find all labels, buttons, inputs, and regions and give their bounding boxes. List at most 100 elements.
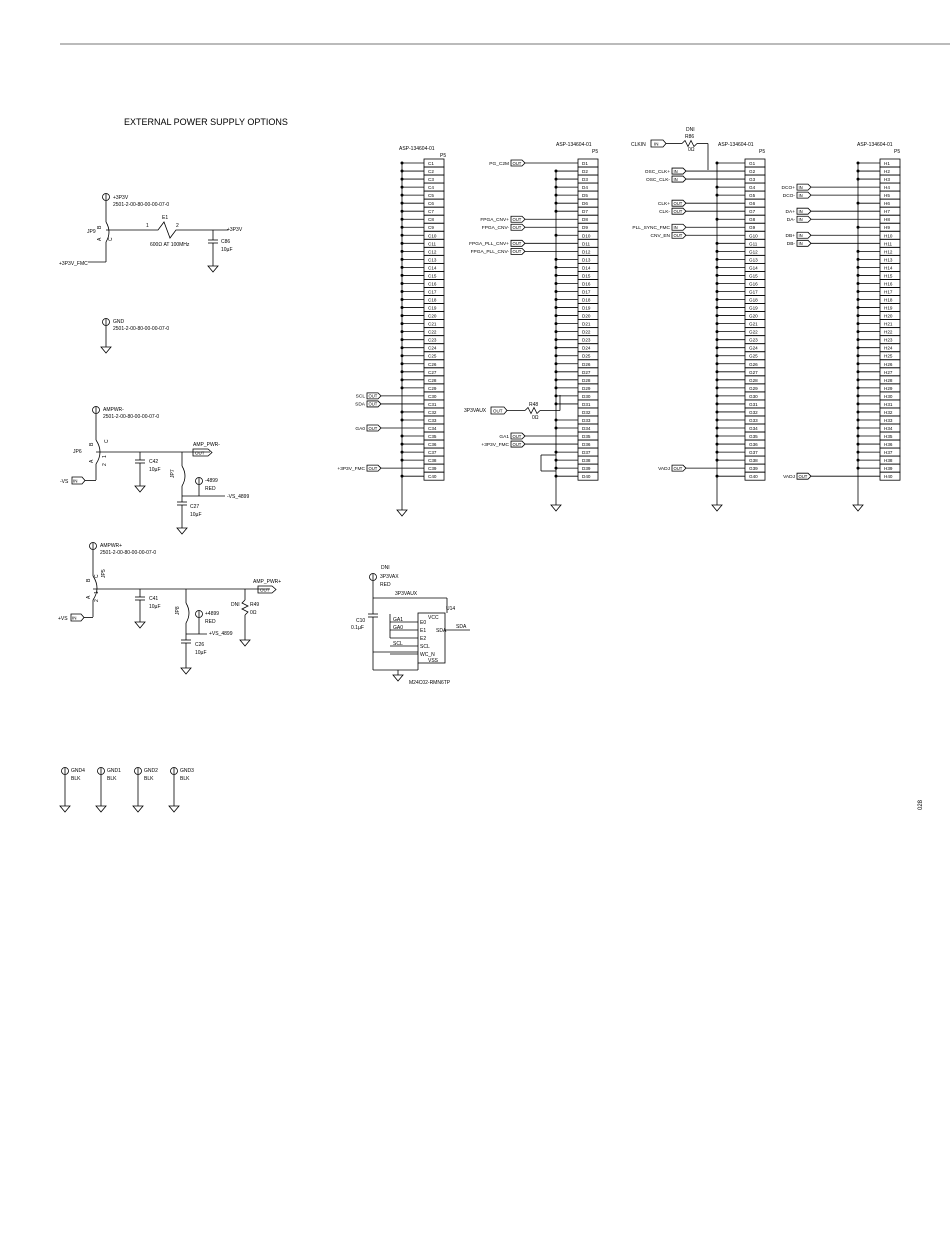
u14-net-scl: SCL xyxy=(393,641,403,647)
c41-ref: C41 xyxy=(149,596,158,602)
gnd-symbol xyxy=(239,639,251,647)
pin-label: D2 xyxy=(582,169,588,174)
gnd-point-color: BLK xyxy=(144,776,154,782)
pin-label: G7 xyxy=(749,209,756,214)
pin-label: C29 xyxy=(428,386,437,391)
gnd-symbol xyxy=(852,504,864,512)
pin-label: G9 xyxy=(749,225,756,230)
jp8-label: JP8 xyxy=(175,606,181,615)
port-symbol xyxy=(510,432,526,440)
port-dir: OUT xyxy=(513,241,522,246)
pin-label: G11 xyxy=(749,241,758,246)
port-symbol xyxy=(796,191,812,199)
pin-label: H19 xyxy=(884,306,893,311)
net-name: +3P3V_FMC xyxy=(337,466,365,472)
pin-label: H29 xyxy=(884,386,893,391)
jp5-pin-c: C xyxy=(94,574,100,578)
net-name: SDA xyxy=(355,402,366,408)
port-dir: IN xyxy=(799,241,803,246)
connector-part: ASP-134604-01 xyxy=(399,146,435,152)
rail-3p3vaux: 3P3VAUX xyxy=(395,591,418,597)
pin-label: D1 xyxy=(582,161,588,166)
pin-label: G14 xyxy=(749,265,758,270)
vs-minus-port xyxy=(71,476,86,485)
gnd-symbol xyxy=(207,265,219,273)
pin-label: H3 xyxy=(884,177,890,182)
pin-label: D20 xyxy=(582,314,591,319)
port-dir: OUT xyxy=(369,466,378,471)
r86-dni: DNI xyxy=(686,127,695,133)
vs-4899-plus: +VS_4899 xyxy=(209,631,233,637)
pin-label: G39 xyxy=(749,466,758,471)
pin-label: D17 xyxy=(582,289,591,294)
pin-label: D28 xyxy=(582,378,591,383)
connector-area: ASP-134604-01P5C1C2C3C4C5C6C7C8C9C10C11C… xyxy=(396,142,901,517)
r48-ref: R48 xyxy=(529,402,538,408)
connector-pin-box xyxy=(423,166,445,176)
connector-pin-box xyxy=(423,158,445,168)
net-name: PG_C2M xyxy=(489,161,509,167)
c42-value: 10µF xyxy=(149,467,161,473)
vs-minus-net: -VS xyxy=(60,479,69,485)
pin-label: C3 xyxy=(428,177,434,182)
pin-label: D23 xyxy=(582,338,591,343)
pin-label: C30 xyxy=(428,394,437,399)
r49-value: 0Ω xyxy=(250,610,257,616)
gnd-symbol xyxy=(95,805,107,813)
u14-pin-scl: SCL xyxy=(420,644,430,650)
jp9-jumper xyxy=(105,221,110,243)
gnd-symbol xyxy=(180,667,192,675)
port-symbol xyxy=(366,392,382,400)
pin-label: C7 xyxy=(428,209,434,214)
u14-pin-e1: E1 xyxy=(420,628,426,634)
clkin-dir: IN xyxy=(654,142,659,147)
r48-group: 3P3VAUX OUT R48 0Ω xyxy=(464,395,561,421)
net-labels: OUTSCLOUTSDAOUTGA0OUT+3P3V_FMCOUTPG_C2MO… xyxy=(337,159,880,480)
net-name: DA- xyxy=(787,217,796,223)
jp6-header-label: 2501-2-00-80-00-00-07-0 xyxy=(103,414,159,420)
c27-value: 10µF xyxy=(190,512,202,518)
pin-label: H34 xyxy=(884,426,893,431)
net-name: OSC_CLK- xyxy=(646,177,670,183)
connector-pin-box xyxy=(879,214,901,224)
pin-label: D22 xyxy=(582,330,591,335)
pin-label: D7 xyxy=(582,209,588,214)
r86-resistor xyxy=(681,139,698,148)
r48-dir: OUT xyxy=(493,409,503,414)
pin-label: C23 xyxy=(428,338,437,343)
r49-resistor xyxy=(241,599,249,616)
pin-label: H22 xyxy=(884,330,893,335)
pin-label: C33 xyxy=(428,418,437,423)
port-dir: OUT xyxy=(513,434,522,439)
pin-label: D40 xyxy=(582,474,591,479)
pin-label: C1 xyxy=(428,161,434,166)
jp9-group: +3P3V 2501-2-00-80-00-00-07-0 JP9 B A C … xyxy=(59,193,243,273)
pin-label: G24 xyxy=(749,346,758,351)
jp6-pin-1: 1 xyxy=(102,455,108,458)
jp9-in-net: +3P3V_FMC xyxy=(59,261,88,267)
jp9-pin-b: B xyxy=(97,225,103,229)
u14-pin-vcc: VCC xyxy=(428,615,439,621)
port-dir: OUT xyxy=(674,233,683,238)
gnd-point-name: GND1 xyxy=(107,768,121,774)
vs-plus-dir: IN xyxy=(72,616,77,621)
pin-label: G26 xyxy=(749,362,758,367)
port-dir: IN xyxy=(799,185,803,190)
jp9-header-label: 2501-2-00-80-00-00-07-0 xyxy=(113,202,169,208)
tp-4899-plus-color: RED xyxy=(205,619,216,625)
pin-label: H17 xyxy=(884,289,893,294)
pin-label: C22 xyxy=(428,330,437,335)
port-symbol xyxy=(510,215,526,223)
c86-ref: C86 xyxy=(221,239,230,245)
pin-label: C39 xyxy=(428,466,437,471)
tp-3p3vax-net: 3P3VAX xyxy=(380,574,399,580)
pin-label: D9 xyxy=(582,225,588,230)
